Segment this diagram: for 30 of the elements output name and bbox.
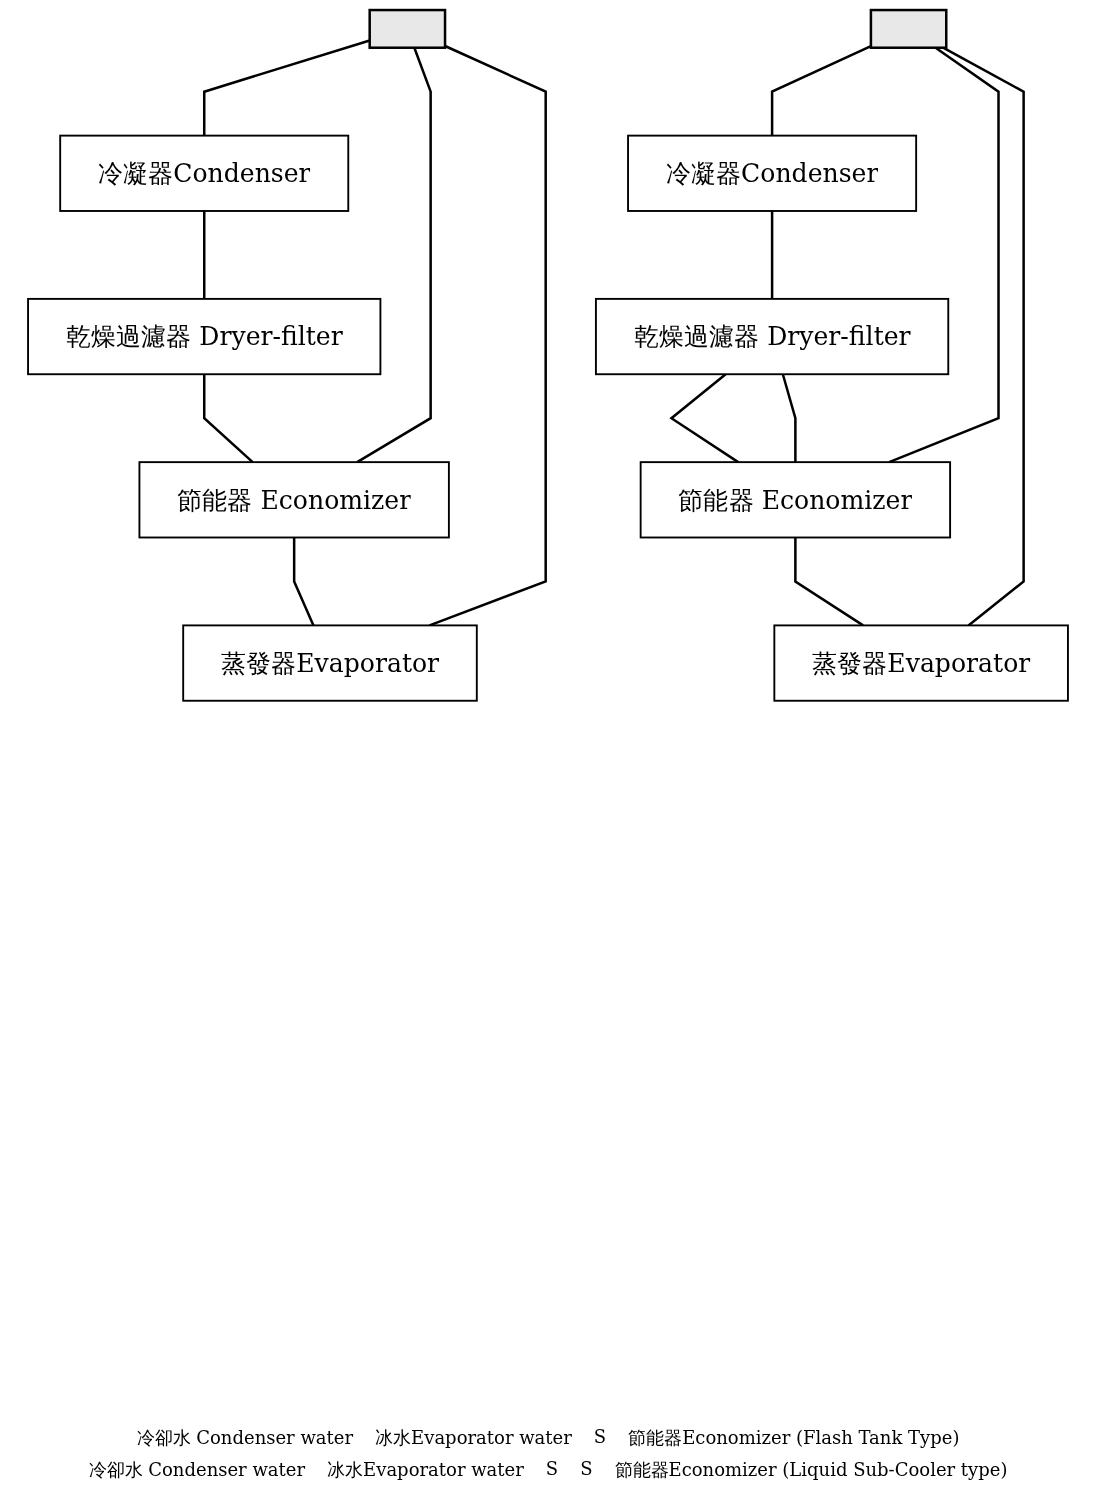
connector [770,211,774,299]
label-text: S [545,1458,559,1481]
label-text: 冷卻水 Condenser water [136,1426,354,1450]
connector [770,45,872,136]
node-box: 蒸發器Evaporator [182,624,478,702]
label-text: 冰水Evaporator water [327,1458,524,1482]
connector [942,46,1025,627]
connector [781,373,797,463]
label-text: 節能器Economizer (Liquid Sub-Cooler type) [614,1458,1008,1482]
connector [669,373,739,464]
label-text: S [593,1426,607,1449]
node-box: 節能器 Economizer [639,461,952,539]
label-text: 冰水Evaporator water [375,1426,572,1450]
connector [356,47,432,464]
node-box [368,8,447,49]
connector [202,374,254,464]
node-box: 冷凝器Condenser [627,134,918,212]
connector [202,211,206,299]
node-box [869,8,948,49]
label-text: 節能器Economizer (Flash Tank Type) [628,1426,960,1450]
connector [429,44,547,627]
label-text: 冷卻水 Condenser water [88,1458,306,1482]
node-box: 冷凝器Condenser [59,134,350,212]
connector [794,537,864,627]
node-box: 乾燥過濾器 Dryer-filter [594,297,950,376]
node-box: 節能器 Economizer [138,461,450,539]
node-box: 蒸發器Evaporator [773,624,1069,702]
node-box: 乾燥過濾器 Dryer-filter [27,297,382,376]
label-text: S [580,1458,593,1481]
connector [292,537,315,626]
